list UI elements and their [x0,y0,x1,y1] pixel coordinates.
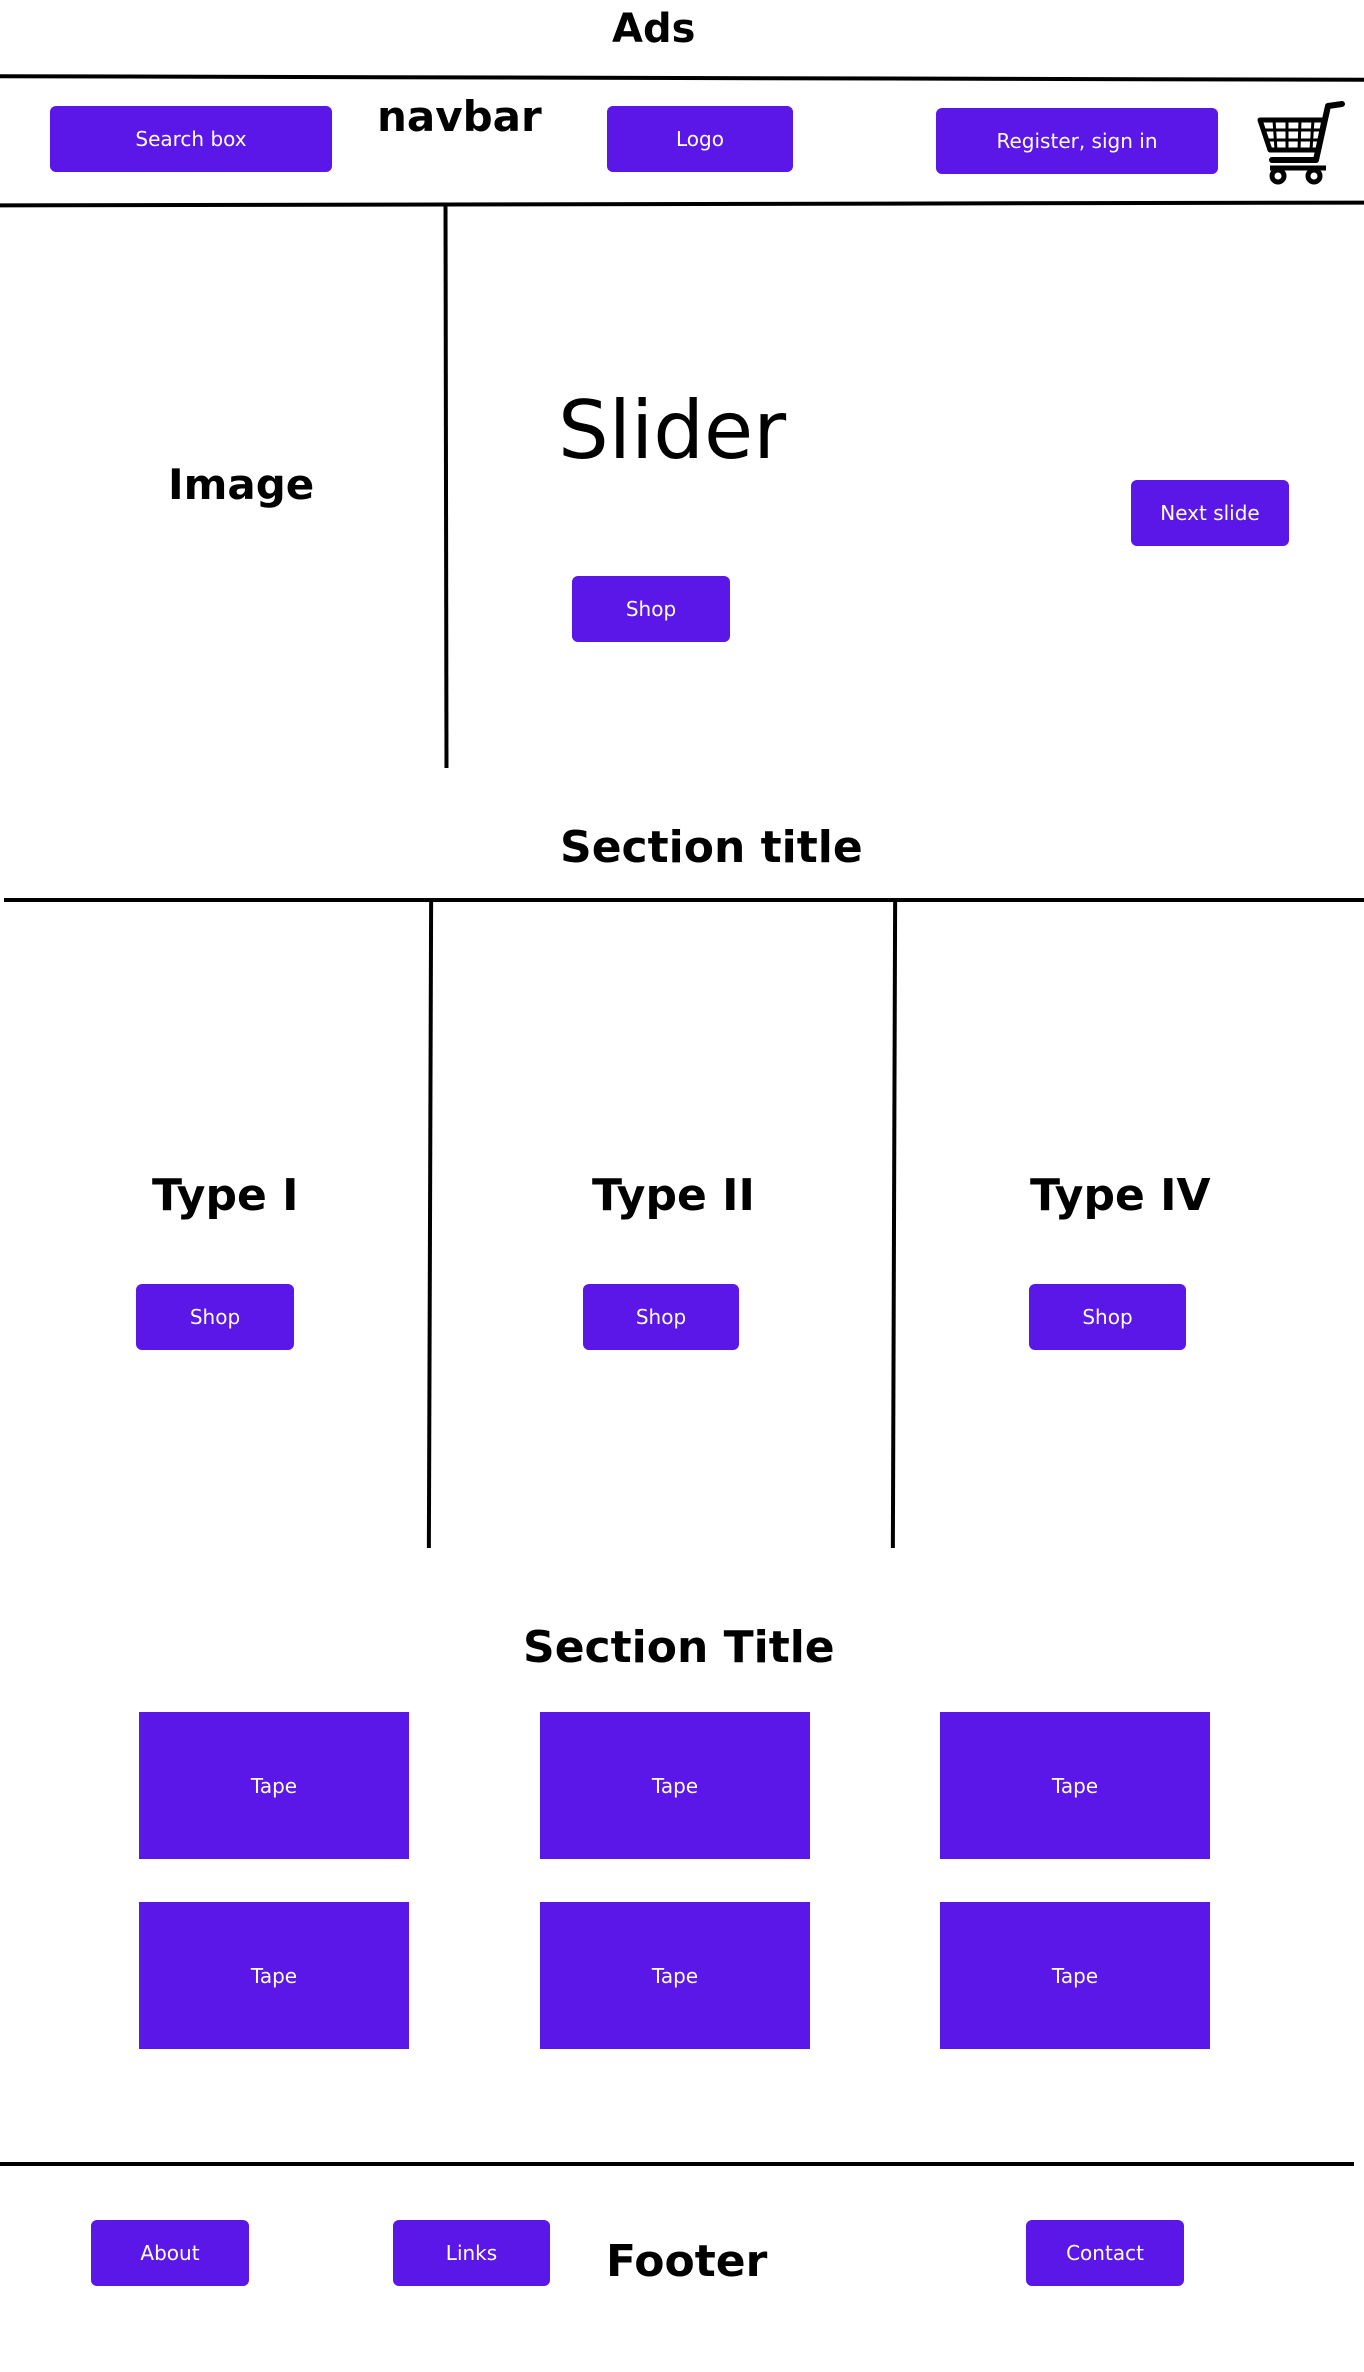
type-shop-button[interactable]: Shop [583,1284,739,1350]
shopping-cart-icon[interactable] [1256,98,1348,188]
type-shop-button[interactable]: Shop [1029,1284,1186,1350]
tape-tile[interactable]: Tape [139,1712,409,1859]
type-column-divider-2 [890,899,898,1549]
ads-label: Ads [612,6,696,52]
slider-label: Slider [558,384,787,477]
logo-button[interactable]: Logo [607,106,793,172]
type-column-divider-1 [426,899,434,1549]
tape-tile[interactable]: Tape [940,1712,1210,1859]
type-label: Type II [592,1170,755,1221]
links-button[interactable]: Links [393,2220,550,2286]
tape-tile[interactable]: Tape [139,1902,409,2049]
section-divider [4,898,1364,902]
hero-divider [443,205,449,769]
navbar-label: navbar [377,92,542,141]
section-title: Section title [560,822,863,873]
hero-shop-button[interactable]: Shop [572,576,730,642]
navbar-bottom-divider [0,200,1364,208]
footer-divider [0,2162,1354,2166]
tape-tile[interactable]: Tape [540,1712,810,1859]
navbar-top-divider [0,74,1364,82]
about-button[interactable]: About [91,2220,249,2286]
type-label: Type I [152,1170,299,1221]
tape-tile[interactable]: Tape [540,1902,810,2049]
contact-button[interactable]: Contact [1026,2220,1184,2286]
search-box[interactable]: Search box [50,106,332,172]
section-title-2: Section Title [523,1622,835,1673]
tape-tile[interactable]: Tape [940,1902,1210,2049]
next-slide-button[interactable]: Next slide [1131,480,1289,546]
register-sign-in-button[interactable]: Register, sign in [936,108,1218,174]
type-shop-button[interactable]: Shop [136,1284,294,1350]
hero-image-label: Image [168,460,315,509]
footer-label: Footer [606,2236,768,2287]
type-label: Type IV [1030,1170,1211,1221]
